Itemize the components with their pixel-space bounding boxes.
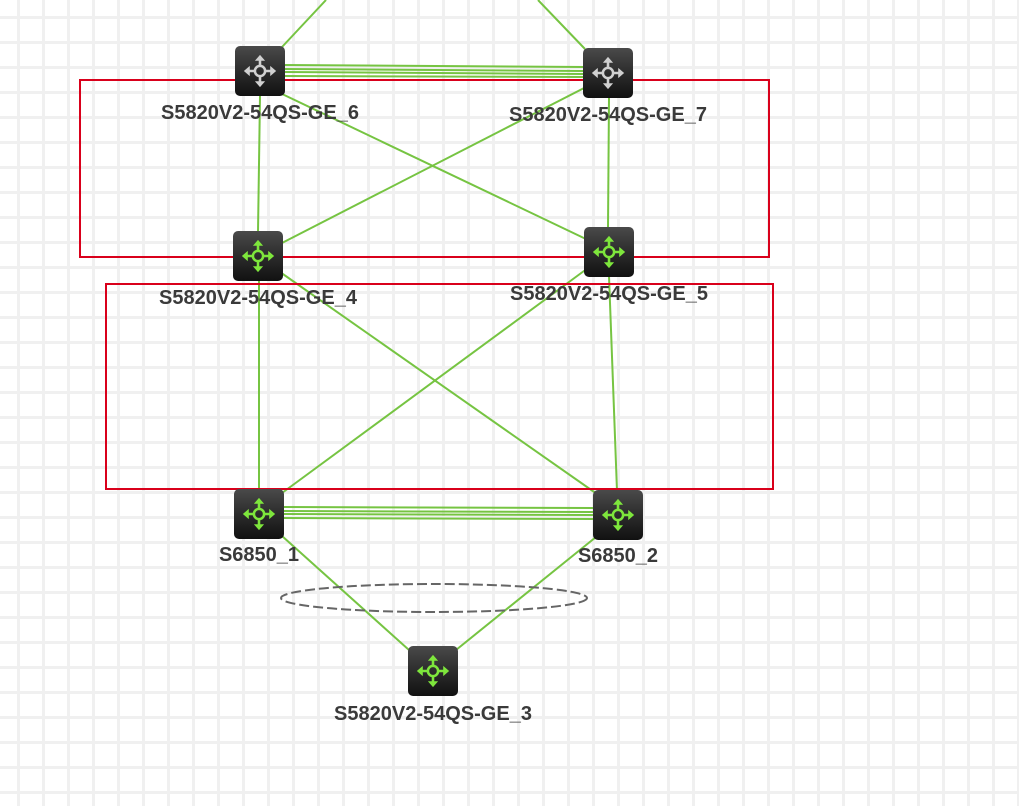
link-ge6-offscreen[interactable]: [281, 0, 327, 48]
node-ge4[interactable]: [233, 231, 283, 281]
node-ge6[interactable]: [235, 46, 285, 96]
node-label-ge4[interactable]: S5820V2-54QS-GE_4: [159, 287, 357, 309]
node-ge3[interactable]: [408, 646, 458, 696]
node-label-ge6[interactable]: S5820V2-54QS-GE_6: [161, 102, 359, 124]
link-ge7-ge4[interactable]: [279, 85, 589, 245]
node-label-s68502[interactable]: S6850_2: [577, 545, 659, 567]
link-s68502-ge3[interactable]: [455, 536, 597, 651]
link-ge5-s68501[interactable]: [281, 267, 589, 494]
link-bundle-ge6-ge7[interactable]: [282, 64, 586, 78]
link-ge5-s68502[interactable]: [608, 275, 618, 492]
link-ge6-ge5[interactable]: [279, 92, 589, 241]
highlight-box-lower: [105, 283, 774, 490]
link-bundle-s68501-s68502[interactable]: [282, 506, 595, 520]
link-ge7-ge5[interactable]: [607, 97, 610, 229]
link-ge6-ge4[interactable]: [257, 95, 261, 233]
node-label-s68501[interactable]: S6850_1: [218, 544, 300, 566]
link-ge4-s68502[interactable]: [279, 271, 598, 495]
node-label-ge7[interactable]: S5820V2-54QS-GE_7: [509, 104, 707, 126]
node-label-ge5[interactable]: S5820V2-54QS-GE_5: [510, 283, 708, 305]
link-aggregation-ellipse: [280, 583, 588, 613]
node-label-ge3[interactable]: S5820V2-54QS-GE_3: [334, 703, 532, 725]
node-ge5[interactable]: [584, 227, 634, 277]
links: [257, 0, 618, 651]
link-s68501-ge3[interactable]: [281, 535, 410, 651]
node-s68501[interactable]: [234, 489, 284, 539]
node-s68502[interactable]: [593, 490, 643, 540]
link-ge7-offscreen[interactable]: [537, 0, 586, 50]
node-ge7[interactable]: [583, 48, 633, 98]
highlight-box-upper: [79, 79, 770, 258]
